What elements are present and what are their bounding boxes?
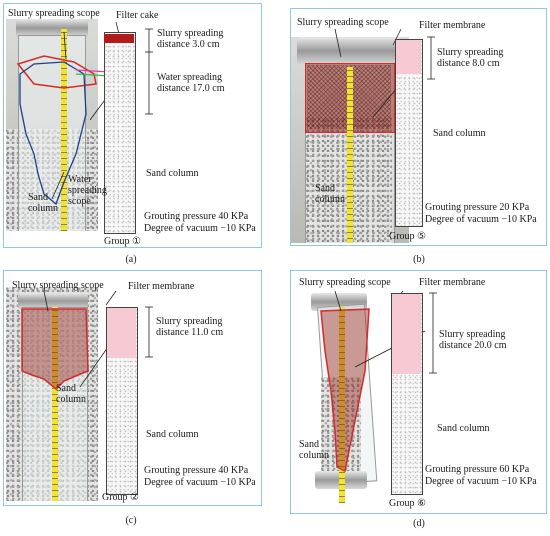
tape-b <box>347 67 353 243</box>
label-sand-column-diagram-c: Sand column <box>146 429 199 440</box>
label-slurry-distance-d: Slurry spreading distance 20.0 cm <box>439 329 507 351</box>
flange-a <box>16 19 88 37</box>
tape-d <box>339 307 345 503</box>
flange-b <box>297 37 401 65</box>
panel-b: Slurry spreading scope Filter membrane S… <box>290 8 547 246</box>
label-pressure-d: Grouting pressure 60 KPa <box>425 464 530 475</box>
label-sand-column-photo-b: Sand column <box>315 183 345 205</box>
label-slurry-scope-c: Slurry spreading scope <box>12 280 104 291</box>
flange-c <box>18 293 88 309</box>
filter-membrane-layer-c <box>107 308 136 358</box>
sand-column-diagram-a <box>104 32 136 234</box>
caption-b: (b) <box>413 254 425 265</box>
label-group-b: Group ⑤ <box>389 231 427 242</box>
label-pressure-c: Grouting pressure 40 KPa <box>144 465 249 476</box>
label-vacuum-b: Degree of vacuum −10 KPa <box>425 214 537 225</box>
label-filter-b: Filter membrane <box>419 20 486 31</box>
caption-d: (d) <box>413 518 425 529</box>
label-water-scope-a: Water spreading scope <box>68 174 107 207</box>
label-filter-cake-a: Filter cake <box>116 10 159 21</box>
label-sand-column-diagram-d: Sand column <box>437 423 490 434</box>
label-sand-column-diagram-b: Sand column <box>433 128 486 139</box>
filter-membrane-layer-b <box>396 40 421 74</box>
label-vacuum-c: Degree of vacuum −10 KPa <box>144 477 256 488</box>
label-pressure-b: Grouting pressure 20 KPa <box>425 202 530 213</box>
panel-a: Slurry spreading scope Filter cake Slurr… <box>3 3 262 248</box>
label-slurry-distance-b: Slurry spreading distance 8.0 cm <box>437 47 504 69</box>
label-filter-d: Filter membrane <box>419 277 486 288</box>
label-group-c: Group ② <box>102 492 140 503</box>
label-water-distance-a: Water spreading distance 17.0 cm <box>157 72 225 94</box>
label-sand-column-photo-d: Sand column <box>299 439 329 461</box>
caption-c: (c) <box>125 515 137 526</box>
label-slurry-scope-b: Slurry spreading scope <box>297 17 389 28</box>
label-vacuum-a: Degree of vacuum −10 KPa <box>144 223 256 234</box>
label-slurry-scope-a: Slurry spreading scope <box>8 8 100 19</box>
filter-cake-layer-a <box>104 34 134 43</box>
label-filter-c: Filter membrane <box>128 281 195 292</box>
panel-c: Slurry spreading scope Filter membrane S… <box>3 270 262 506</box>
tape-c <box>52 307 58 501</box>
label-sand-column-photo-c: Sand column <box>56 383 86 405</box>
label-sand-column-photo-a: Sand column <box>28 192 58 214</box>
label-slurry-scope-d: Slurry spreading scope <box>299 277 391 288</box>
label-pressure-a: Grouting pressure 40 KPa <box>144 211 249 222</box>
panel-d: Slurry spreading scope Filter membrane S… <box>290 270 547 514</box>
photo-b <box>291 37 409 243</box>
label-sand-column-diagram-a: Sand column <box>146 168 199 179</box>
label-slurry-distance-a: Slurry spreading distance 3.0 cm <box>157 28 224 50</box>
label-group-d: Group ⑥ <box>389 498 427 509</box>
label-slurry-distance-c: Slurry spreading distance 11.0 cm <box>156 316 224 338</box>
caption-a: (a) <box>125 254 137 265</box>
filter-membrane-layer-d <box>392 294 421 374</box>
label-vacuum-d: Degree of vacuum −10 KPa <box>425 476 537 487</box>
label-group-a: Group ① <box>104 236 142 247</box>
